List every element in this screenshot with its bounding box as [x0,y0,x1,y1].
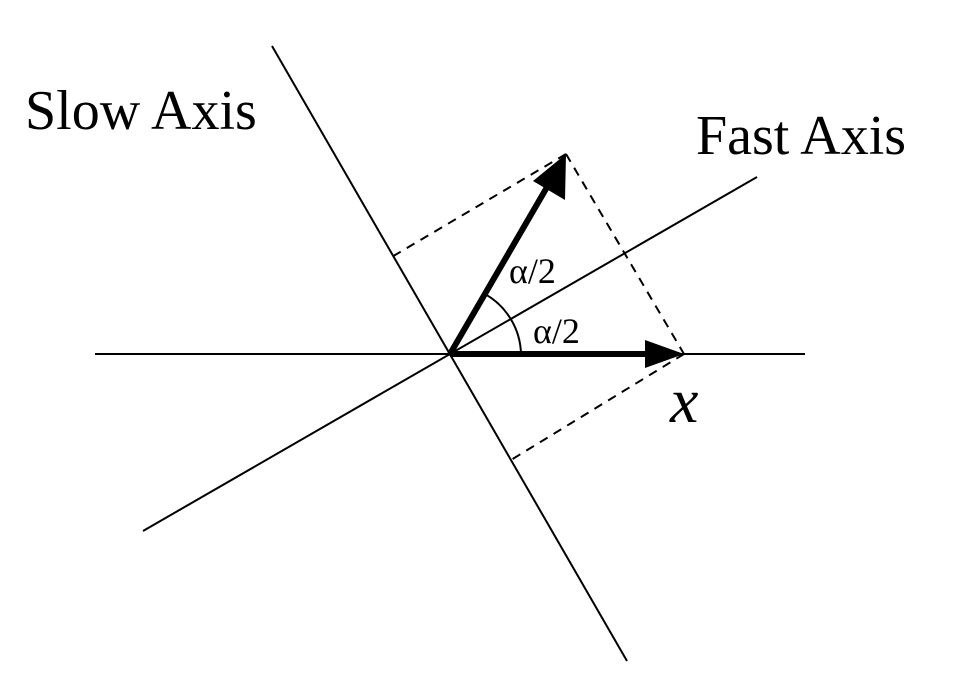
projection-line-upper-left [389,153,567,259]
rotated-vector-arrowhead [533,154,566,200]
fast-axis-label: Fast Axis [696,105,906,167]
angle-label-upper: α/2 [509,251,556,291]
projection-line-lower [510,353,685,461]
x-vector-arrowhead [645,340,684,368]
projection-line-upper-right [565,153,685,355]
angle-label-lower: α/2 [533,311,580,351]
angle-arc [484,293,522,355]
slow-axis-label: Slow Axis [25,80,257,142]
x-variable-label: x [669,365,698,436]
rotated-vector-shaft [447,180,553,356]
